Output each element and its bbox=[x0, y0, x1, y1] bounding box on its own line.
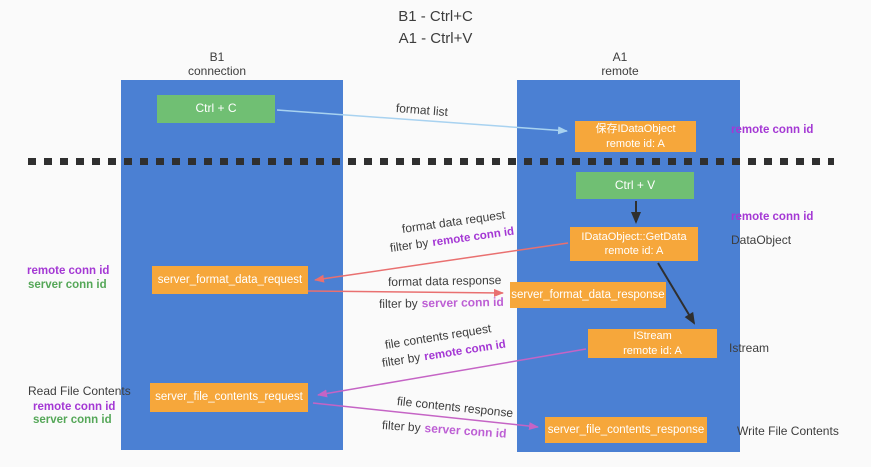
left-remote-conn-id-bottom: remote conn id bbox=[33, 401, 116, 413]
server-format-data-response-label: server_format_data_response bbox=[511, 288, 665, 301]
ctrl-v-label: Ctrl + V bbox=[614, 177, 656, 192]
box-istream: IStream remote id: A bbox=[588, 329, 717, 358]
right-istream-label: Istream bbox=[729, 341, 770, 355]
server-conn-id-filter-1: server conn id bbox=[421, 294, 504, 311]
server-format-data-request-label: server_format_data_request bbox=[157, 273, 303, 286]
column-header-a1: A1 remote bbox=[560, 50, 680, 79]
label-format-list: format list bbox=[395, 101, 449, 120]
right-dataobject-label: DataObject bbox=[731, 233, 792, 247]
box-server-format-data-request: server_format_data_request bbox=[152, 266, 308, 294]
right-remote-conn-id-mid: remote conn id bbox=[731, 211, 814, 223]
filter-prefix-3: filter by bbox=[380, 350, 422, 370]
save-dataobject-line2: remote id: A bbox=[606, 137, 665, 150]
right-remote-conn-id-top: remote conn id bbox=[731, 124, 814, 136]
getdata-line2: remote id: A bbox=[604, 245, 664, 257]
filter-prefix-1: filter by bbox=[389, 235, 430, 255]
box-ctrl-c: Ctrl + C bbox=[157, 95, 275, 123]
filter-prefix-4: filter by bbox=[381, 418, 422, 435]
save-dataobject-line1: 保存IDataObject bbox=[595, 123, 676, 136]
box-save-dataobject: 保存IDataObject remote id: A bbox=[575, 121, 696, 152]
server-file-contents-response-label: server_file_contents_response bbox=[547, 423, 705, 436]
ctrl-c-label: Ctrl + C bbox=[195, 101, 237, 116]
phase-divider-dashed-line bbox=[28, 158, 834, 165]
left-server-conn-id-bottom: server conn id bbox=[33, 414, 112, 426]
filter-prefix-2: filter by bbox=[378, 296, 418, 311]
left-server-conn-id-top: server conn id bbox=[28, 279, 107, 291]
box-idataobject-getdata: IDataObject::GetData remote id: A bbox=[570, 227, 698, 261]
box-server-file-contents-request: server_file_contents_request bbox=[150, 383, 308, 412]
title-line-2: A1 - Ctrl+V bbox=[398, 29, 473, 47]
column-b1-role: connection bbox=[187, 64, 247, 79]
box-server-file-contents-response: server_file_contents_response bbox=[545, 417, 707, 443]
left-read-file-contents: Read File Contents bbox=[28, 384, 131, 398]
column-header-b1: B1 connection bbox=[157, 50, 277, 79]
column-a1-role: remote bbox=[601, 64, 639, 79]
right-write-file-contents: Write File Contents bbox=[737, 424, 839, 438]
server-file-contents-request-label: server_file_contents_request bbox=[155, 391, 303, 404]
title-line-1: B1 - Ctrl+C bbox=[398, 8, 473, 25]
column-a1-name: A1 bbox=[612, 50, 628, 64]
column-b1-name: B1 bbox=[209, 50, 225, 64]
istream-line2: remote id: A bbox=[623, 344, 682, 357]
server-conn-id-filter-2: server conn id bbox=[424, 420, 507, 441]
istream-line1: IStream bbox=[633, 330, 672, 343]
diagram-title: B1 - Ctrl+C A1 - Ctrl+V bbox=[0, 6, 871, 50]
left-remote-conn-id-top: remote conn id bbox=[27, 265, 110, 277]
getdata-line1: IDataObject::GetData bbox=[581, 230, 687, 243]
box-ctrl-v: Ctrl + V bbox=[576, 172, 694, 199]
label-file-contents-response: file contents response bbox=[396, 394, 514, 421]
box-server-format-data-response: server_format_data_response bbox=[510, 282, 666, 308]
label-format-data-response: format data response bbox=[387, 273, 502, 289]
